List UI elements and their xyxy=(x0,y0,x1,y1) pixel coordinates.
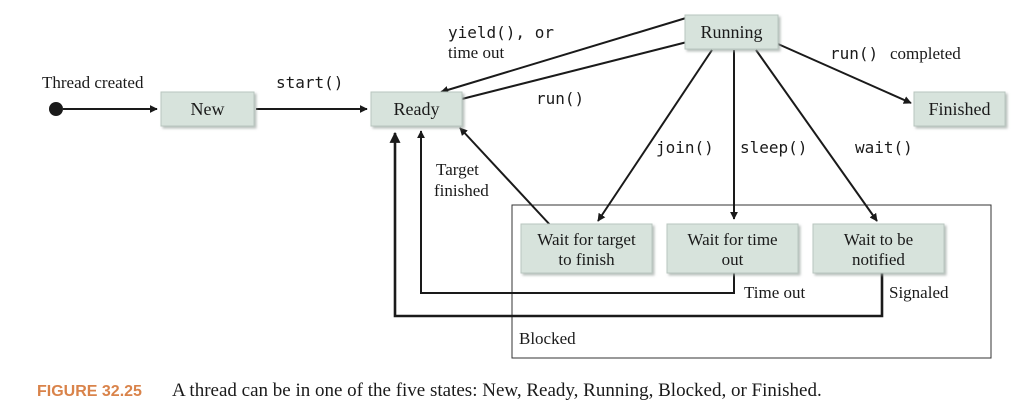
time-out-label: time out xyxy=(448,43,504,62)
figure-label: FIGURE 32.25 xyxy=(37,383,142,400)
state-wait-target: Wait for target to finish xyxy=(520,223,653,274)
edge-running-to-ready xyxy=(440,17,687,94)
state-wait-time-line2: out xyxy=(722,250,744,269)
state-wait-time: Wait for time out xyxy=(666,223,799,274)
edge-target-finished-to-ready xyxy=(459,127,553,228)
wait-label: wait() xyxy=(855,138,913,157)
target-label: Target xyxy=(436,160,479,179)
run-completed-text: completed xyxy=(890,44,961,63)
state-wait-target-line1: Wait for target xyxy=(537,230,636,249)
join-label: join() xyxy=(656,138,714,157)
state-ready-label: Ready xyxy=(394,99,440,119)
edge-time-out-to-ready xyxy=(417,130,735,294)
state-finished: Finished xyxy=(913,91,1006,127)
edge-ready-to-running xyxy=(445,37,696,104)
finished-word-label: finished xyxy=(434,181,489,200)
state-running: Running xyxy=(684,14,779,50)
edge-running-to-wait-notify xyxy=(755,49,878,222)
edge-running-to-finished xyxy=(777,43,912,104)
sleep-label: sleep() xyxy=(740,138,807,157)
state-running-label: Running xyxy=(700,22,762,42)
start-label: start() xyxy=(276,73,343,92)
blocked-container xyxy=(511,204,992,359)
time-out-event-label: Time out xyxy=(744,283,806,302)
state-finished-label: Finished xyxy=(928,99,990,119)
state-wait-notify: Wait to be notified xyxy=(812,223,945,274)
edge-running-to-wait-target xyxy=(597,49,713,222)
edge-signaled-to-ready xyxy=(389,131,884,318)
caption-text: A thread can be in one of the five state… xyxy=(172,380,822,401)
state-new: New xyxy=(160,91,255,127)
blocked-label: Blocked xyxy=(519,329,576,348)
state-wait-notify-line1: Wait to be xyxy=(844,230,913,249)
run-label: run() xyxy=(536,89,584,108)
state-ready: Ready xyxy=(370,91,463,127)
signaled-label: Signaled xyxy=(889,283,949,302)
initial-node xyxy=(49,102,63,116)
run-completed-code: run() xyxy=(830,44,878,63)
yield-label: yield(), or xyxy=(448,23,554,42)
state-wait-target-line2: to finish xyxy=(558,250,615,269)
thread-created-label: Thread created xyxy=(42,73,144,92)
state-wait-time-line1: Wait for time xyxy=(687,230,777,249)
state-wait-notify-line2: notified xyxy=(852,250,905,269)
state-new-label: New xyxy=(191,99,225,119)
